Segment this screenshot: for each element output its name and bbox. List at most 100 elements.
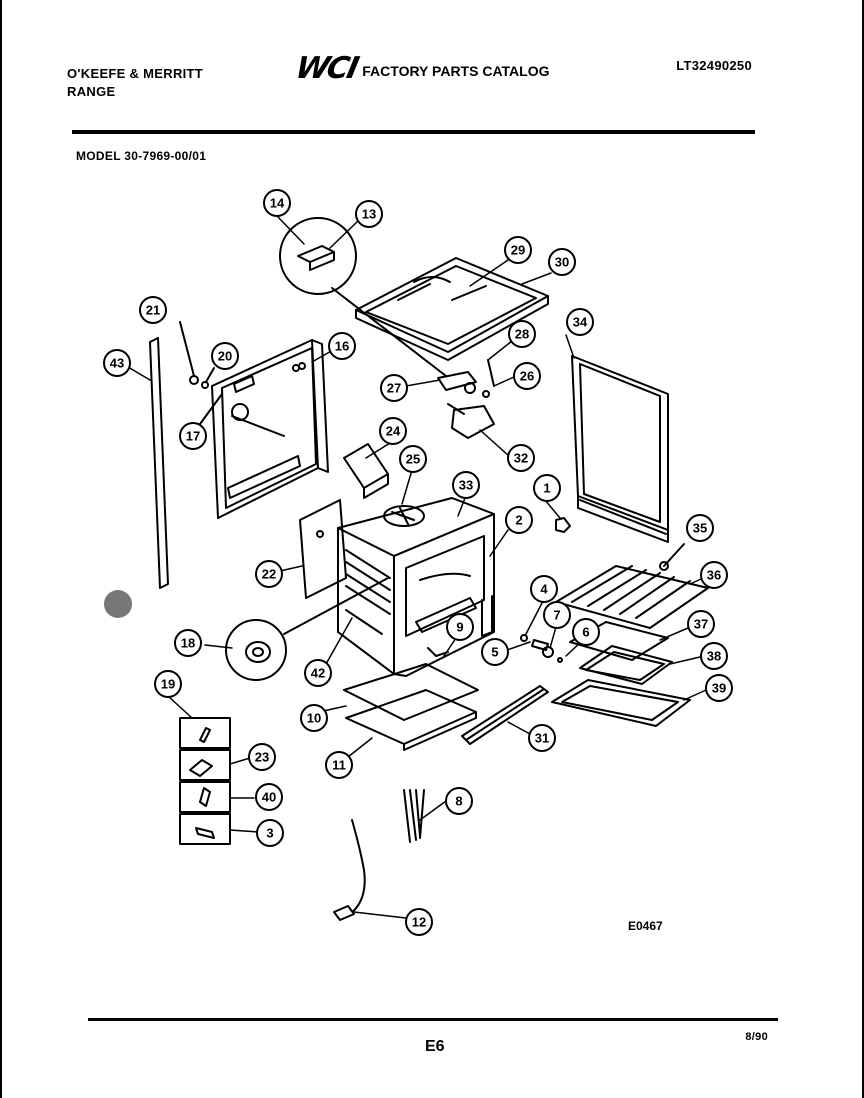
callout-33: 33 — [452, 471, 480, 499]
callout-label: 30 — [555, 255, 569, 270]
callout-label: 11 — [332, 758, 346, 773]
callout-11: 11 — [325, 751, 353, 779]
callout-1: 1 — [533, 474, 561, 502]
callout-label: 25 — [406, 452, 420, 467]
gas-valve-assembly — [437, 359, 495, 439]
callout-9: 9 — [446, 613, 474, 641]
knob-and-screw — [555, 517, 685, 571]
grate-36 — [555, 565, 709, 629]
callout-label: 12 — [412, 915, 426, 930]
callout-39: 39 — [705, 674, 733, 702]
manufacturer: O'KEEFE & MERRITT RANGE — [67, 65, 203, 101]
callout-label: 32 — [514, 451, 528, 466]
callout-label: 21 — [146, 303, 160, 318]
callout-43: 43 — [103, 349, 131, 377]
callout-28: 28 — [508, 320, 536, 348]
callout-label: 18 — [181, 636, 195, 651]
hardware-box — [179, 717, 231, 845]
igniter-detail-18 — [225, 577, 389, 681]
misc-small-parts — [520, 634, 563, 663]
manufacturer-name: O'KEEFE & MERRITT — [67, 66, 204, 81]
bottom-panels — [343, 647, 479, 751]
callout-label: 14 — [270, 196, 285, 211]
callout-13: 13 — [355, 200, 383, 228]
callout-label: 29 — [511, 243, 525, 258]
callout-label: 1 — [543, 481, 550, 496]
callout-label: 39 — [712, 681, 726, 696]
range-body — [337, 497, 495, 677]
callout-20: 20 — [211, 342, 239, 370]
footer-divider — [88, 1018, 778, 1021]
callout-label: 10 — [307, 711, 321, 726]
callout-label: 31 — [535, 731, 549, 746]
callout-35: 35 — [686, 514, 714, 542]
callout-label: 26 — [520, 369, 534, 384]
callout-label: 19 — [161, 677, 175, 692]
callout-label: 16 — [335, 339, 349, 354]
callout-label: 40 — [262, 790, 276, 805]
wire-harness-8 — [403, 789, 425, 843]
callout-label: 38 — [707, 649, 721, 664]
callout-label: 5 — [491, 645, 498, 660]
callout-27: 27 — [380, 374, 408, 402]
callout-label: 13 — [362, 207, 376, 222]
callout-37: 37 — [687, 610, 715, 638]
callout-5: 5 — [481, 638, 509, 666]
callout-34: 34 — [566, 308, 594, 336]
callout-22: 22 — [255, 560, 283, 588]
drip-pans — [551, 621, 691, 727]
callout-16: 16 — [328, 332, 356, 360]
callout-4: 4 — [530, 575, 558, 603]
header-divider — [72, 130, 755, 134]
callout-label: 24 — [386, 424, 401, 439]
door-panel-22 — [299, 499, 347, 599]
callout-42: 42 — [304, 659, 332, 687]
back-panel-16 — [211, 339, 329, 519]
callout-38: 38 — [700, 642, 728, 670]
drawer-rail-31 — [461, 685, 549, 745]
callout-6: 6 — [572, 618, 600, 646]
side-panel-34 — [571, 355, 669, 543]
callout-24: 24 — [379, 417, 407, 445]
callout-17: 17 — [179, 422, 207, 450]
leader-lines — [127, 216, 707, 919]
callout-label: 37 — [694, 617, 708, 632]
callout-40: 40 — [255, 783, 283, 811]
print-artifact — [104, 590, 132, 618]
callout-10: 10 — [300, 704, 328, 732]
callout-29: 29 — [504, 236, 532, 264]
callout-label: 28 — [515, 327, 529, 342]
small-fasteners — [179, 321, 223, 425]
print-date: 8/90 — [745, 1031, 768, 1043]
callout-7: 7 — [543, 601, 571, 629]
callout-25: 25 — [399, 445, 427, 473]
callout-2: 2 — [505, 506, 533, 534]
callout-3: 3 — [256, 819, 284, 847]
callout-label: 27 — [387, 381, 401, 396]
callout-19: 19 — [154, 670, 182, 698]
callout-26: 26 — [513, 362, 541, 390]
callout-label: 43 — [110, 356, 124, 371]
catalog-number: LT32490250 — [676, 58, 752, 73]
callout-label: 7 — [553, 608, 560, 623]
page-number: E6 — [425, 1038, 445, 1055]
callout-32: 32 — [507, 444, 535, 472]
model-number: MODEL 30-7969-00/01 — [76, 149, 207, 163]
callout-12: 12 — [405, 908, 433, 936]
callout-label: 20 — [218, 349, 232, 364]
callout-23: 23 — [248, 743, 276, 771]
product-type: RANGE — [67, 84, 116, 99]
callout-label: 8 — [455, 794, 462, 809]
callout-14: 14 — [263, 189, 291, 217]
side-trim-43 — [149, 337, 169, 589]
catalog-title: FACTORY PARTS CATALOG — [362, 63, 550, 79]
callout-36: 36 — [700, 561, 728, 589]
catalog-heading: WCI FACTORY PARTS CATALOG — [292, 51, 550, 86]
callout-label: 17 — [186, 429, 200, 444]
callout-label: 35 — [693, 521, 707, 536]
callout-18: 18 — [174, 629, 202, 657]
callout-8: 8 — [445, 787, 473, 815]
callout-30: 30 — [548, 248, 576, 276]
callout-label: 3 — [266, 826, 273, 841]
